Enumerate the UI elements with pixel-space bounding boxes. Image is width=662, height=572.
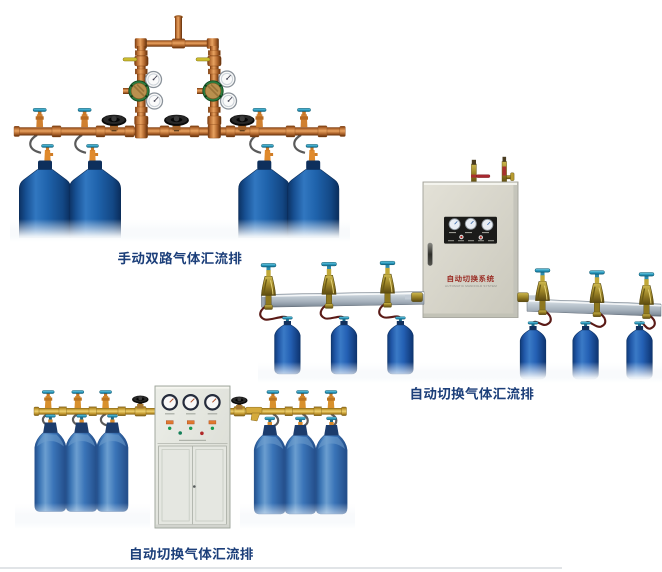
svg-text:AUTOMATIC MANIFOLD SYSTEM: AUTOMATIC MANIFOLD SYSTEM	[445, 284, 497, 288]
